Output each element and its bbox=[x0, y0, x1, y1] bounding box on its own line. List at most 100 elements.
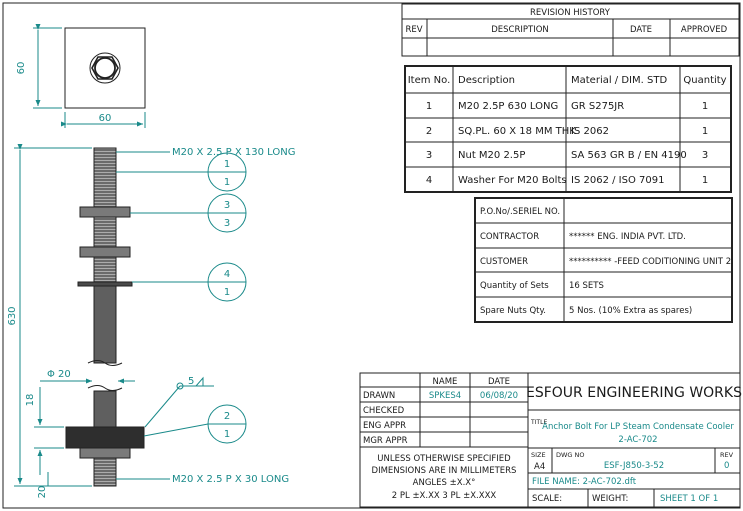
svg-text:1: 1 bbox=[224, 159, 230, 170]
svg-text:1: 1 bbox=[426, 101, 432, 112]
top-view-bolt bbox=[94, 57, 116, 79]
svg-text:1: 1 bbox=[702, 126, 708, 137]
top-view-plate bbox=[64, 27, 146, 109]
order-row: Quantity of Sets 16 SETS bbox=[480, 281, 604, 291]
order-row: CUSTOMER ********** -FEED CODITIONING UN… bbox=[480, 257, 731, 267]
balloon-item-4: 4 1 bbox=[132, 262, 247, 302]
order-row: Spare Nuts Qty. 5 Nos. (10% Extra as spa… bbox=[480, 306, 692, 316]
bom-row: 4 Washer For M20 Bolts IS 2062 / ISO 709… bbox=[426, 175, 708, 186]
bom-row: 1 M20 2.5P 630 LONG GR S275JR 1 bbox=[426, 101, 708, 112]
thread-bottom-note: M20 X 2.5 P X 30 LONG bbox=[172, 474, 289, 485]
bom-row: 2 SQ.PL. 60 X 18 MM THK IS 2062 1 bbox=[426, 126, 708, 137]
svg-text:2: 2 bbox=[224, 411, 230, 422]
dim-total-length: 630 bbox=[7, 306, 18, 325]
bolt-shank-lower bbox=[93, 390, 117, 428]
svg-text:16 SETS: 16 SETS bbox=[569, 281, 604, 291]
svg-text:ENG APPR: ENG APPR bbox=[363, 421, 406, 431]
svg-text:WEIGHT:: WEIGHT: bbox=[592, 494, 628, 504]
dim-plate-thk: 18 bbox=[25, 394, 36, 407]
svg-text:5 Nos. (10% Extra as spares): 5 Nos. (10% Extra as spares) bbox=[569, 306, 692, 316]
svg-text:3: 3 bbox=[224, 200, 230, 211]
balloon-item-1: 1 1 bbox=[116, 152, 247, 192]
bolt-shank-upper bbox=[93, 284, 117, 364]
rev-value: 0 bbox=[724, 461, 729, 471]
top-view-nut bbox=[91, 56, 119, 80]
svg-text:ANGLES ±X.X°: ANGLES ±X.X° bbox=[413, 478, 476, 488]
svg-text:DWG NO: DWG NO bbox=[556, 451, 585, 459]
svg-text:CHECKED: CHECKED bbox=[363, 406, 405, 416]
base-plate bbox=[65, 426, 145, 449]
svg-text:REV: REV bbox=[405, 25, 422, 35]
bom-row: 3 Nut M20 2.5P SA 563 GR B / EN 4190 3 bbox=[426, 150, 708, 161]
svg-text:2: 2 bbox=[426, 126, 432, 137]
svg-text:Nut M20 2.5P: Nut M20 2.5P bbox=[458, 150, 525, 161]
revision-title: REVISION HISTORY bbox=[530, 8, 611, 18]
svg-text:Washer For M20 Bolts: Washer For M20 Bolts bbox=[458, 175, 567, 186]
svg-text:3: 3 bbox=[702, 150, 708, 161]
svg-text:2-AC-702: 2-AC-702 bbox=[618, 435, 657, 445]
svg-text:GR S275JR: GR S275JR bbox=[571, 101, 624, 112]
svg-text:MGR APPR: MGR APPR bbox=[363, 436, 408, 446]
svg-text:3: 3 bbox=[426, 150, 432, 161]
svg-text:SQ.PL. 60 X 18 MM THK: SQ.PL. 60 X 18 MM THK bbox=[458, 126, 576, 137]
washer bbox=[77, 281, 133, 287]
svg-text:1: 1 bbox=[702, 175, 708, 186]
svg-text:DIMENSIONS ARE IN MILLIMETERS: DIMENSIONS ARE IN MILLIMETERS bbox=[372, 466, 517, 476]
svg-text:2 PL ±X.XX 3 PL ±X.XXX: 2 PL ±X.XX 3 PL ±X.XXX bbox=[392, 491, 497, 501]
drawn-name: SPKES4 bbox=[429, 391, 461, 401]
svg-text:Spare Nuts Qty.: Spare Nuts Qty. bbox=[480, 306, 546, 316]
revision-history: REVISION HISTORY REV DESCRIPTION DATE AP… bbox=[401, 3, 740, 57]
svg-text:1: 1 bbox=[702, 101, 708, 112]
svg-text:SCALE:: SCALE: bbox=[532, 494, 562, 504]
dim-diameter: Φ 20 bbox=[47, 369, 71, 380]
balloon-item-2: 2 1 bbox=[143, 404, 247, 444]
svg-text:NAME: NAME bbox=[433, 377, 458, 387]
bom-table: Item No. Description Material / DIM. STD… bbox=[404, 65, 732, 193]
svg-text:UNLESS OTHERWISE SPECIFIED: UNLESS OTHERWISE SPECIFIED bbox=[377, 454, 511, 464]
drawing-title: Anchor Bolt For LP Steam Condensate Cool… bbox=[542, 422, 734, 432]
svg-text:Material / DIM. STD: Material / DIM. STD bbox=[571, 75, 667, 86]
svg-text:Description: Description bbox=[458, 75, 515, 86]
svg-text:IS 2062 / ISO 7091: IS 2062 / ISO 7091 bbox=[571, 175, 664, 186]
part-drawing: 60 60 630 Φ 20 bbox=[7, 24, 295, 499]
svg-text:DATE: DATE bbox=[488, 377, 510, 387]
svg-text:4: 4 bbox=[224, 269, 230, 280]
sheet-size: A4 bbox=[534, 462, 545, 472]
svg-text:SIZE: SIZE bbox=[531, 451, 546, 459]
dim-top-width: 60 bbox=[99, 113, 112, 124]
svg-text:Quantity of Sets: Quantity of Sets bbox=[480, 281, 549, 291]
svg-text:DRAWN: DRAWN bbox=[363, 391, 395, 401]
dim-bottom-proj: 20 bbox=[37, 486, 48, 499]
svg-text:M20 2.5P 630 LONG: M20 2.5P 630 LONG bbox=[458, 101, 558, 112]
svg-text:P.O.No/.SERIEL NO.: P.O.No/.SERIEL NO. bbox=[480, 207, 560, 217]
svg-text:CONTRACTOR: CONTRACTOR bbox=[480, 232, 539, 242]
order-row: CONTRACTOR ****** ENG. INDIA PVT. LTD. bbox=[480, 232, 686, 242]
weld-size: 5 bbox=[188, 376, 194, 387]
svg-text:APPROVED: APPROVED bbox=[681, 25, 728, 35]
company-name: ESFOUR ENGINEERING WORKS bbox=[526, 385, 742, 401]
svg-text:4: 4 bbox=[426, 175, 432, 186]
dim-top-height: 60 bbox=[16, 62, 27, 75]
sheet-number: SHEET 1 OF 1 bbox=[660, 494, 718, 504]
svg-text:DESCRIPTION: DESCRIPTION bbox=[491, 25, 549, 35]
drawing-number: ESF-J850-3-52 bbox=[604, 461, 664, 471]
balloon-item-3: 3 3 bbox=[130, 193, 247, 233]
svg-text:CUSTOMER: CUSTOMER bbox=[480, 257, 528, 267]
svg-text:1: 1 bbox=[224, 287, 230, 298]
title-block: NAME DATE DRAWN SPKES4 06/08/20 CHECKED … bbox=[359, 372, 742, 508]
nut-middle bbox=[79, 246, 131, 258]
svg-text:****** ENG. INDIA PVT. LTD.: ****** ENG. INDIA PVT. LTD. bbox=[569, 232, 686, 242]
svg-text:DATE: DATE bbox=[630, 25, 652, 35]
svg-text:IS 2062: IS 2062 bbox=[571, 126, 609, 137]
drawn-date: 06/08/20 bbox=[480, 391, 518, 401]
file-name: FILE NAME: 2-AC-702.dft bbox=[532, 477, 637, 487]
svg-text:3: 3 bbox=[224, 218, 230, 229]
svg-text:Quantity: Quantity bbox=[683, 75, 726, 86]
thread-top-note: M20 X 2.5 P X 130 LONG bbox=[172, 147, 295, 158]
svg-text:SA 563 GR B / EN 4190: SA 563 GR B / EN 4190 bbox=[571, 150, 687, 161]
svg-text:********** -FEED CODITIONING U: ********** -FEED CODITIONING UNIT 2 bbox=[569, 257, 731, 267]
nut-upper bbox=[79, 206, 131, 218]
order-info-table: P.O.No/.SERIEL NO. CONTRACTOR ****** ENG… bbox=[474, 197, 733, 323]
